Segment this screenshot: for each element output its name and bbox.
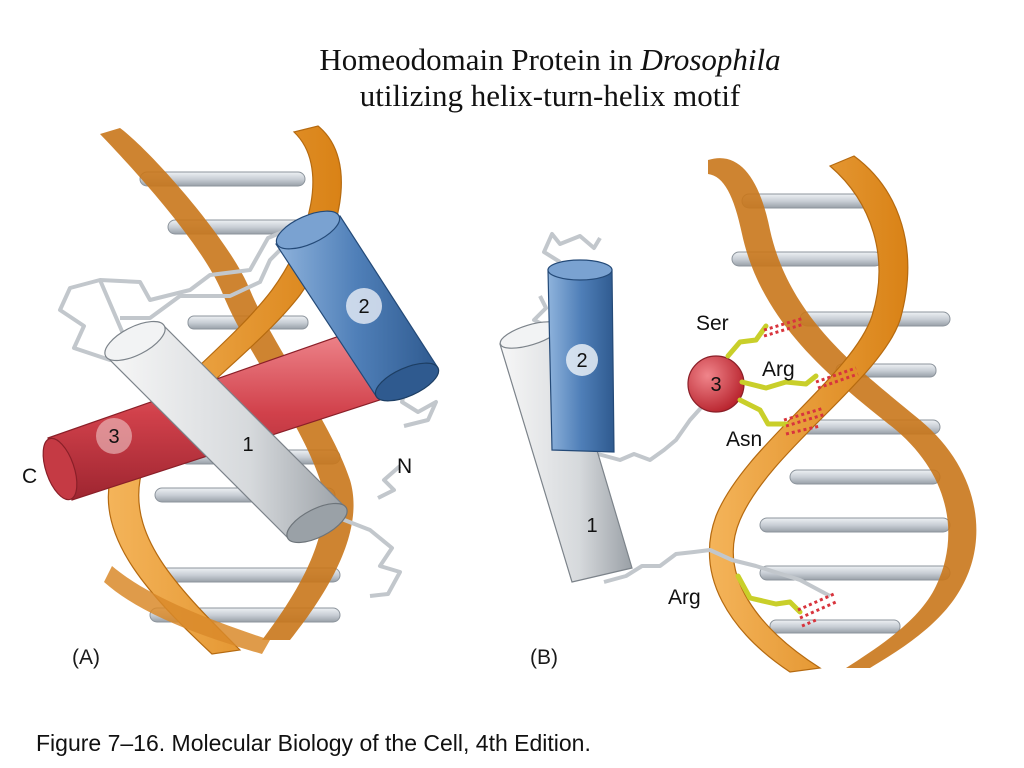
title-line-1-prefix: Homeodomain Protein in [319, 42, 641, 77]
panel-a-label: (A) [72, 646, 100, 669]
figure-caption: Figure 7–16. Molecular Biology of the Ce… [36, 730, 591, 756]
title-line-1: Homeodomain Protein in Drosophila [0, 42, 1024, 78]
panel-b-hydrogen-bonds [763, 316, 859, 628]
panel-b-helix-1-label: 1 [586, 515, 597, 537]
panel-a-helix-3-label: 3 [108, 426, 119, 448]
panel-b-helix-2 [547, 259, 615, 453]
panel-b-side-chains [725, 323, 819, 615]
panel-a-helix-2 [275, 210, 440, 402]
slide-title: Homeodomain Protein in Drosophila utiliz… [0, 42, 1024, 114]
panel-a-helix-2-label: 2 [358, 296, 369, 318]
panel-b-asn-label: Asn [726, 428, 762, 451]
panel-b-strand-back [708, 158, 977, 668]
panel-b-arg-bottom-label: Arg [668, 586, 701, 609]
title-line-2: utilizing helix-turn-helix motif [359, 78, 741, 113]
homeodomain-figure: 2 3 1 C N [22, 125, 977, 673]
title-line-1-italic: Drosophila [640, 42, 781, 77]
panel-a-helix-1-label: 1 [242, 434, 253, 456]
panel-b-arg-top-label: Arg [762, 358, 795, 381]
panel-a-backbone [58, 226, 438, 598]
panel-a-n-terminus: N [397, 455, 412, 478]
panel-a-strand-front [107, 125, 342, 655]
panel-b-helix-2-label: 2 [576, 350, 587, 372]
panel-a-helix-1 [104, 320, 348, 544]
panel-a-c-terminus: C [22, 465, 37, 488]
panel-b-ser-label: Ser [696, 312, 729, 335]
panel-b-helix-3-label: 3 [710, 374, 721, 396]
panel-b-helix-1 [499, 321, 633, 583]
figure-area: 2 3 1 C N [0, 120, 1024, 680]
panel-b-label: (B) [530, 646, 558, 669]
panel-a-strand-lower-back [104, 566, 270, 654]
